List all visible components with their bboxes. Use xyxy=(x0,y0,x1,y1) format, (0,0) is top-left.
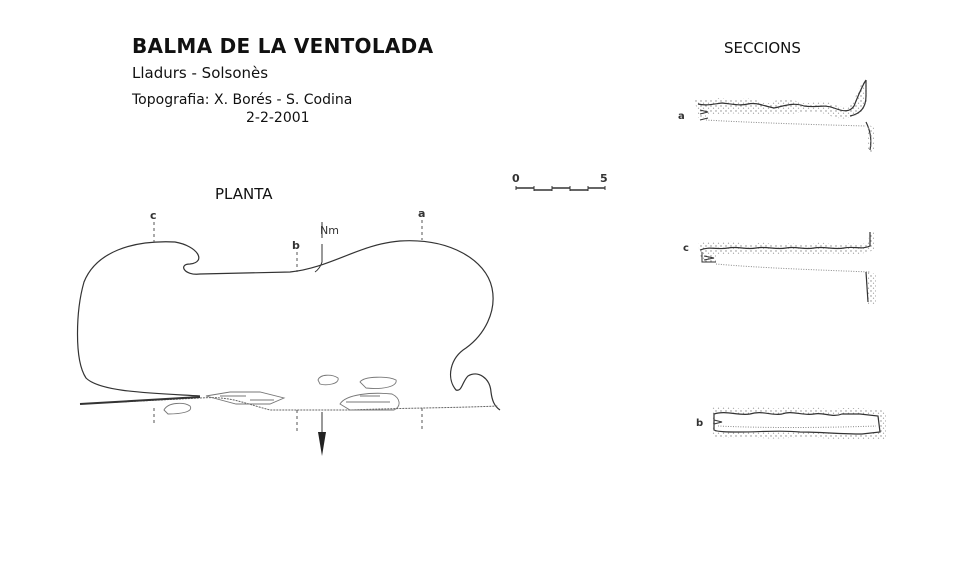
location-text: Lladurs - Solsonès xyxy=(132,64,269,82)
topography-credit: Topografia: X. Borés - S. Codina xyxy=(132,92,353,108)
section-mark-a: a xyxy=(418,207,425,220)
scale-bar: 0 5 xyxy=(512,172,608,191)
survey-date: 2-2-2001 xyxy=(246,110,310,126)
arrow-head-icon xyxy=(318,432,326,456)
scale-end-label: 5 xyxy=(600,172,608,185)
sections-label: SECCIONS xyxy=(724,39,801,57)
section-b-label: b xyxy=(696,418,703,429)
section-mark-b: b xyxy=(292,239,300,252)
section-a: a xyxy=(678,79,874,152)
plan-view: c b a Nm xyxy=(76,207,501,456)
scale-start-label: 0 xyxy=(512,172,520,185)
north-arrow: Nm xyxy=(314,222,339,456)
section-mark-c: c xyxy=(150,209,157,222)
north-label: Nm xyxy=(320,224,339,237)
outer-ledge xyxy=(79,396,201,405)
survey-title: BALMA DE LA VENTOLADA xyxy=(132,34,434,58)
section-c: c xyxy=(683,232,876,304)
boulders xyxy=(163,374,400,415)
plan-label: PLANTA xyxy=(215,185,273,203)
section-c-label: c xyxy=(683,243,689,254)
section-lines xyxy=(153,220,423,432)
section-b: b xyxy=(696,406,886,440)
cave-outline xyxy=(76,240,501,411)
section-a-label: a xyxy=(678,111,685,122)
